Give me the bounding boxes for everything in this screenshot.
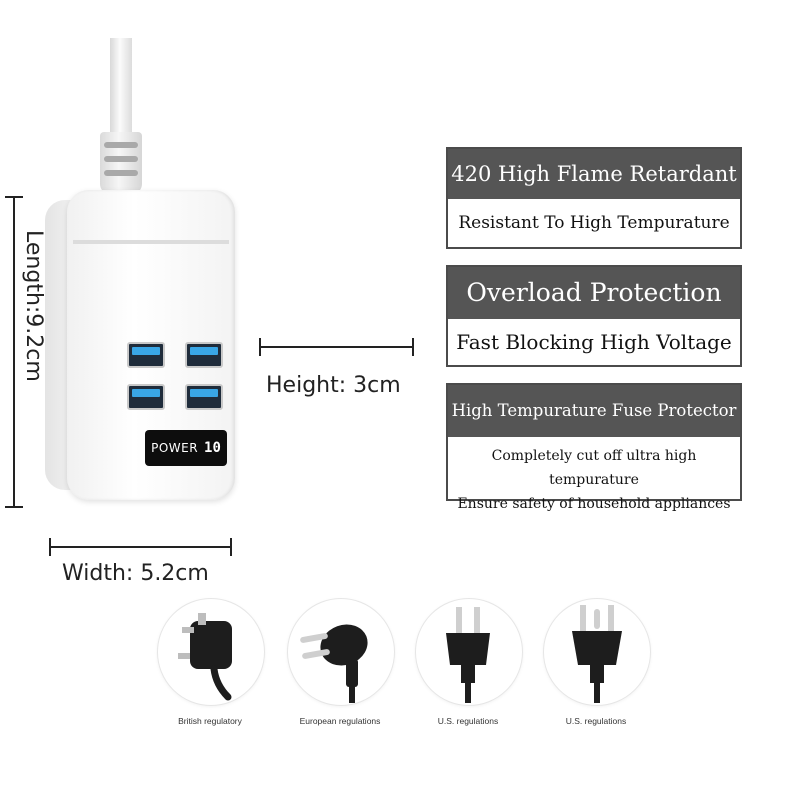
plug-label: U.S. regulations bbox=[565, 716, 627, 726]
feature-text: Ensure safety of household appliances bbox=[457, 496, 731, 512]
usb-port-3 bbox=[127, 384, 165, 410]
cable-strain-relief bbox=[100, 132, 142, 194]
width-dimension-cap-right bbox=[230, 538, 232, 556]
usb-port-4 bbox=[185, 384, 223, 410]
device-seam bbox=[73, 240, 229, 244]
power-display-digits: 10 bbox=[204, 440, 221, 456]
height-label: Height: 3cm bbox=[266, 373, 401, 398]
us-3pin-plug-icon bbox=[543, 598, 651, 706]
usb-port-2 bbox=[185, 342, 223, 368]
feature-fuse-protector: High Tempurature Fuse Protector Complete… bbox=[446, 383, 742, 512]
width-dimension-cap-left bbox=[49, 538, 51, 556]
width-dimension-line bbox=[50, 546, 232, 548]
length-dimension-cap-bottom bbox=[5, 506, 23, 508]
feature-title: 420 High Flame Retardant bbox=[448, 149, 740, 199]
power-display-label: POWER bbox=[151, 441, 199, 455]
usb-charger-device: POWER 10 bbox=[45, 190, 235, 500]
device-front: POWER 10 bbox=[67, 190, 235, 500]
feature-text: Resistant To High Tempurature bbox=[458, 213, 730, 233]
length-dimension-line bbox=[13, 197, 15, 507]
power-cable bbox=[110, 38, 132, 138]
plug-label: British regulatory bbox=[178, 716, 242, 726]
height-dimension-cap-right bbox=[412, 338, 414, 356]
feature-title: Overload Protection bbox=[448, 267, 740, 319]
height-dimension-line bbox=[260, 346, 414, 348]
length-dimension-cap-top bbox=[5, 196, 23, 198]
plug-label: U.S. regulations bbox=[437, 716, 499, 726]
power-display: POWER 10 bbox=[145, 430, 227, 466]
length-label: Length:9.2cm bbox=[21, 230, 46, 382]
us-2pin-plug-icon bbox=[415, 598, 523, 706]
feature-text: Completely cut off ultra high tempuratur… bbox=[491, 448, 697, 488]
feature-overload-protection: Overload Protection Fast Blocking High V… bbox=[446, 265, 742, 367]
feature-text: Fast Blocking High Voltage bbox=[456, 330, 732, 354]
plug-label: European regulations bbox=[299, 716, 381, 726]
width-label: Width: 5.2cm bbox=[62, 561, 209, 586]
feature-flame-retardant: 420 High Flame Retardant Resistant To Hi… bbox=[446, 147, 742, 249]
eu-plug-icon bbox=[287, 598, 395, 706]
height-dimension-cap-left bbox=[259, 338, 261, 356]
usb-port-1 bbox=[127, 342, 165, 368]
feature-text-block: Completely cut off ultra high tempuratur… bbox=[448, 437, 740, 516]
feature-title: High Tempurature Fuse Protector bbox=[448, 385, 740, 437]
uk-plug-icon bbox=[157, 598, 265, 706]
